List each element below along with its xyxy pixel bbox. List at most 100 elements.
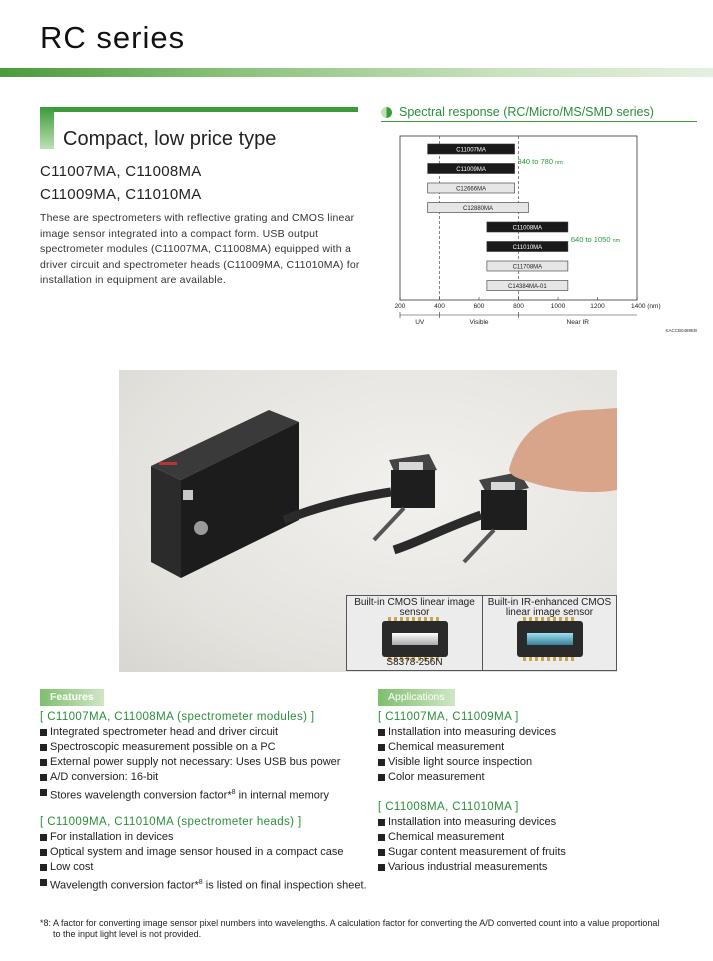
chip-pins-bottom [388, 657, 442, 661]
title-gradient-bar [0, 68, 713, 77]
response-bar [486, 260, 569, 272]
chip-icon [517, 617, 583, 661]
response-bar [427, 163, 515, 174]
section-subtitle: Compact, low price type [63, 128, 277, 150]
features-group-2-head: [ C11009MA, C11010MA (spectrometer heads… [40, 816, 302, 828]
page-title: RC series [40, 20, 186, 55]
spectral-heading: Spectral response (RC/Micro/MS/SMD serie… [399, 105, 654, 119]
item-text: in internal memory [235, 789, 330, 802]
x-tick-label: 600 [474, 303, 485, 310]
band-label: Visible [469, 319, 488, 326]
list-item: Various industrial measurements [378, 860, 566, 875]
product-photo: Built-in CMOS linear image sensor S8378-… [119, 370, 617, 672]
footnote-ref: 8 [198, 879, 203, 886]
bar-label: C11010MA [513, 245, 543, 251]
connector-icon [194, 521, 208, 535]
chip-pins-bottom [523, 657, 577, 661]
bar-label: C12880MA [463, 206, 493, 212]
list-item: External power supply not necessary: Use… [40, 755, 340, 770]
module-front [151, 466, 181, 578]
hand-illustration [509, 408, 617, 493]
range-annotation: 340 to 780 nm [518, 157, 564, 166]
bar-label: C12666MA [456, 187, 486, 193]
chip-pins-top [523, 617, 577, 621]
item-text: Wavelength conversion factor* [50, 879, 199, 892]
list-item: Installation into measuring devices [378, 815, 566, 830]
list-item: Low cost [40, 860, 367, 875]
list-item: Color measurement [378, 770, 556, 785]
head-1-label [399, 462, 423, 470]
usb-port-icon [183, 490, 193, 500]
head-1-flex-cable [282, 487, 392, 525]
inset-cmos-sensor: Built-in CMOS linear image sensor S8378-… [346, 595, 483, 671]
features-tag: Features [40, 689, 104, 706]
chip-icon [382, 617, 448, 661]
model-numbers-line-1: C11007MA, C11008MA [40, 163, 202, 180]
inset-cmos-label: Built-in CMOS linear image sensor [354, 597, 475, 618]
head-1-body [391, 470, 435, 508]
list-item: Sugar content measurement of fruits [378, 845, 566, 860]
module-label [159, 462, 177, 465]
response-bar [486, 241, 569, 252]
response-bar [486, 280, 569, 291]
x-tick-label: 1200 [590, 303, 605, 310]
spectral-heading-rule [381, 121, 697, 122]
footnote: *8: A factor for converting image sensor… [40, 918, 700, 940]
list-item: Integrated spectrometer head and driver … [40, 725, 340, 740]
head-2-flex-cable [392, 510, 483, 555]
x-tick-label: 800 [513, 303, 524, 310]
footnote-ref: 8 [231, 789, 236, 796]
bar-label: C11708MA [513, 265, 543, 271]
chip-window [392, 633, 438, 645]
list-item: Wavelength conversion factor*8 is listed… [40, 875, 367, 894]
bar-label: C11009MA [456, 167, 486, 173]
band-label: Near IR [567, 319, 590, 326]
list-item: Optical system and image sensor housed i… [40, 845, 367, 860]
model-numbers-line-2: C11009MA, C11010MA [40, 186, 202, 203]
list-item: Spectroscopic measurement possible on a … [40, 740, 340, 755]
inset-ir-label: Built-in IR-enhanced CMOS linear image s… [487, 597, 612, 618]
applications-group-2-list: Installation into measuring devices Chem… [378, 815, 566, 875]
applications-group-1-head: [ C11007MA, C11009MA ] [378, 711, 519, 723]
x-tick-label: 1400 (nm) [631, 303, 661, 310]
applications-tag: Applications [378, 689, 455, 706]
list-item: Stores wavelength conversion factor*8 in… [40, 785, 340, 804]
intro-paragraph: These are spectrometers with reflective … [40, 212, 360, 286]
response-bar [427, 143, 515, 155]
figure-code: KACCB0489EB [665, 328, 697, 333]
inset-ir-cmos-sensor: Built-in IR-enhanced CMOS linear image s… [482, 595, 617, 671]
item-text: Stores wavelength conversion factor* [50, 789, 232, 802]
section-tick [40, 107, 54, 149]
band-label: UV [415, 319, 425, 326]
chip-pins-top [388, 617, 442, 621]
list-item: A/D conversion: 16-bit [40, 770, 340, 785]
list-item: Chemical measurement [378, 740, 556, 755]
list-item: Chemical measurement [378, 830, 566, 845]
spectral-response-chart: C11007MAC11009MAC12666MAC12880MAC11008MA… [395, 135, 697, 333]
applications-group-1-list: Installation into measuring devices Chem… [378, 725, 556, 785]
footnote-line-2: to the input light level is not provided… [53, 929, 202, 939]
head-1-fiber [372, 506, 406, 542]
item-text: is listed on final inspection sheet. [202, 879, 367, 892]
inset-part-number: S8378-256N [386, 657, 443, 668]
chip-window [527, 633, 573, 645]
features-group-1-list: Integrated spectrometer head and driver … [40, 725, 340, 804]
x-tick-label: 1000 [551, 303, 566, 310]
bar-label: C11007MA [456, 148, 486, 154]
features-group-2-list: For installation in devices Optical syst… [40, 830, 367, 894]
module-side [181, 422, 299, 578]
footnote-line-1: *8: A factor for converting image sensor… [40, 918, 660, 928]
range-annotation: 640 to 1050 nm [571, 235, 621, 244]
head-2-label [491, 482, 515, 490]
applications-group-2-head: [ C11008MA, C11010MA ] [378, 801, 519, 813]
head-2-fiber [462, 528, 496, 564]
pie-bullet-icon [381, 107, 392, 118]
section-rule [40, 107, 358, 112]
response-bar [427, 202, 529, 213]
list-item: For installation in devices [40, 830, 367, 845]
response-bar [486, 221, 569, 233]
response-bar [427, 182, 515, 194]
head-2-body [481, 490, 527, 530]
list-item: Visible light source inspection [378, 755, 556, 770]
x-tick-label: 400 [434, 303, 445, 310]
